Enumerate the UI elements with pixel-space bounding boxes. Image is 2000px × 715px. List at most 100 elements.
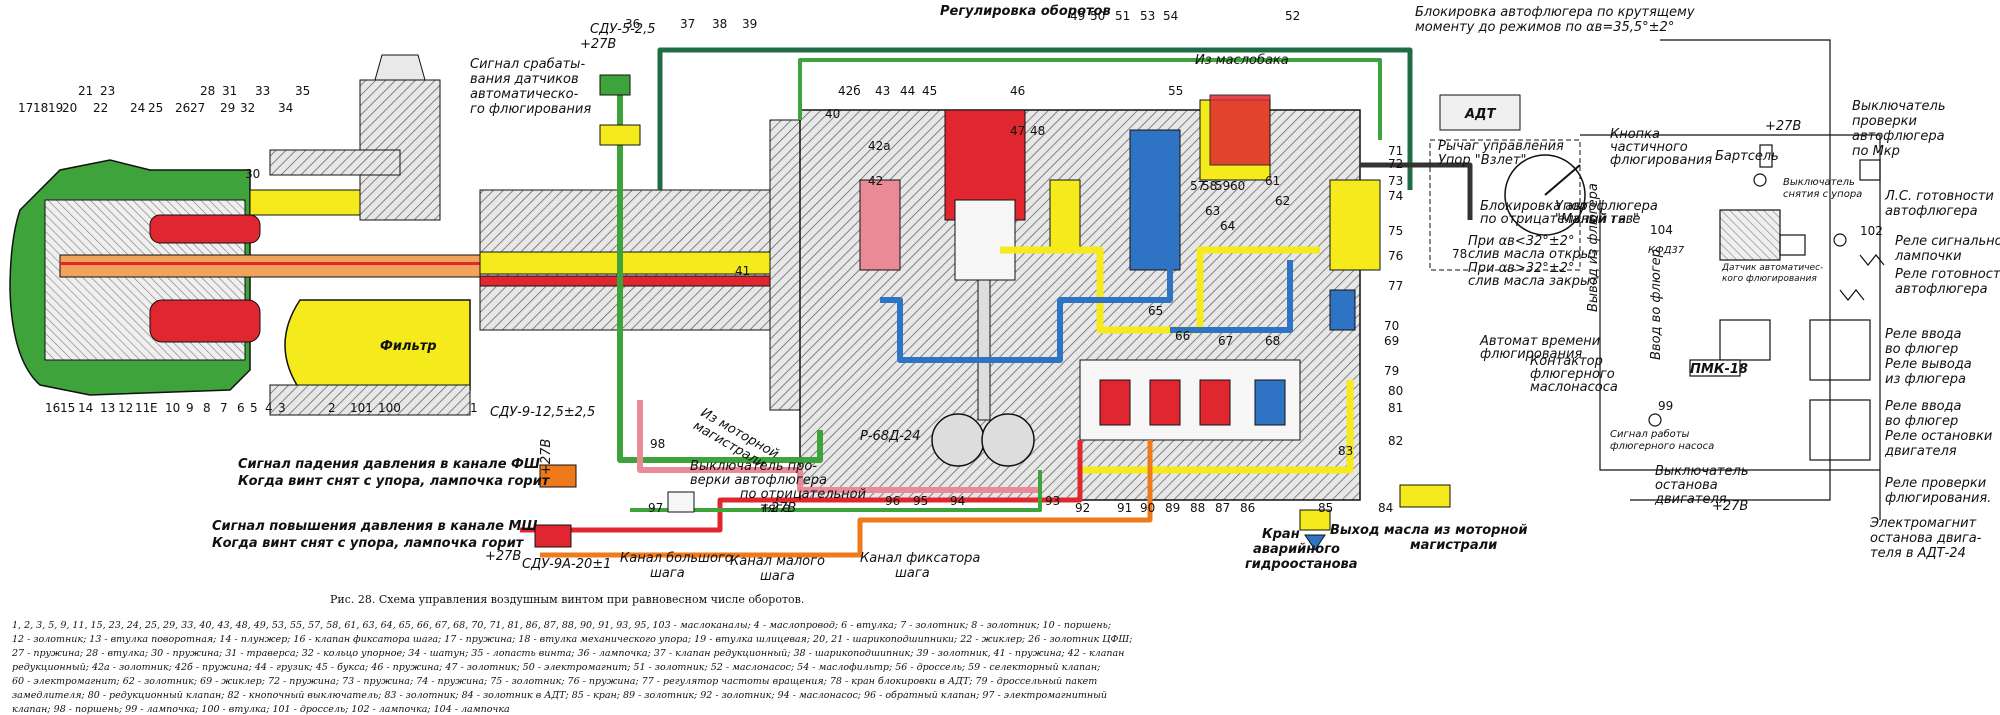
green-top-channel [798, 58, 1382, 140]
text-labels: Регулировка оборотов СДУ-5-2,5 +27В Из м… [212, 4, 2000, 584]
part-number: 70 [1384, 319, 1399, 333]
yellow-channel-a [1000, 246, 1320, 334]
plus27-mid: +27В [539, 439, 554, 475]
part-number: 42 [868, 174, 883, 188]
rpm-title: Регулировка оборотов [940, 4, 1111, 19]
part-number: 52 [1285, 9, 1300, 23]
part-number: 55 [1168, 84, 1183, 98]
red-channel [520, 440, 1083, 533]
part-number: 49 [1070, 9, 1085, 23]
part-number: 21 [78, 84, 93, 98]
part-number: 57 [1190, 179, 1205, 193]
part-number: 39 [742, 17, 757, 31]
rele-signal: Реле сигнальной лампочки [1894, 234, 2000, 264]
sdu5-label: СДУ-5-2,5 [590, 22, 655, 37]
filter-label: Фильтр [380, 339, 437, 354]
part-number: 91 [1117, 501, 1132, 515]
part-number: 62 [1275, 194, 1290, 208]
part-number: 8 [203, 401, 211, 415]
part-number: 88 [1190, 501, 1205, 515]
vykl-ostanova: Выключатель останова двигателя [1654, 464, 1753, 507]
bartsel: Бартсель [1715, 149, 1779, 164]
part-number: 10 [165, 401, 180, 415]
ls-gotov: Л.С. готовности автофлюгера [1884, 189, 1998, 219]
sdu9a-label: СДУ-9А-20±1 [522, 557, 611, 572]
part-number: 31 [222, 84, 237, 98]
avtomat-vremeni: Автомат времени флюгирования [1479, 334, 1604, 362]
iz-maslobaka: Из маслобака [1195, 53, 1289, 68]
part-number: 7 [220, 401, 228, 415]
part-number: 24 [130, 101, 145, 115]
pmk-label: ПМК-18 [1690, 362, 1748, 377]
part-number: Е [150, 401, 158, 415]
hub-shaft-red-bottom [149, 299, 261, 343]
elektromagnit: Электромагнит останова двига- теля в АДТ… [1869, 516, 1986, 561]
green-channel-b [630, 470, 1042, 512]
part-number: 85 [1318, 501, 1333, 515]
part-number: 38 [712, 17, 727, 31]
legend-line: клапан; 98 - поршень; 99 - лампочка; 100… [12, 704, 510, 715]
part-number: 63 [1205, 204, 1220, 218]
part-number: 13 [100, 401, 115, 415]
part-number: 43 [875, 84, 890, 98]
pri-closed: При αв>32°±2° слив масла закрыт [1468, 261, 1598, 289]
part-number: 102 [1860, 224, 1883, 238]
signal-raboty: Сигнал работы флюгерного насоса [1610, 428, 1714, 452]
part-number: 71 [1388, 144, 1403, 158]
part-number: 32 [240, 101, 255, 115]
part-number: 80 [1388, 384, 1403, 398]
part-number: 40 [825, 107, 840, 121]
part-number: 65 [1148, 304, 1163, 318]
vykl-proverki: Выключатель проверки автофлюгера по Мкр [1852, 99, 1950, 159]
part-number: 50 [1090, 9, 1105, 23]
kfd: КФД37 [1648, 245, 1685, 256]
blue-channel-a [880, 250, 1173, 363]
part-number: 37 [680, 17, 695, 31]
part-number: 74 [1388, 189, 1403, 203]
part-number: 68 [1265, 334, 1280, 348]
part-number: 19 [48, 101, 63, 115]
part-number: 34 [278, 101, 293, 115]
valve-51 [1049, 179, 1081, 251]
part-number: 99 [1658, 399, 1673, 413]
part-number: 41 [735, 264, 750, 278]
blokirovka-otr: Блокировка автофлюгера по отрицательной … [1480, 199, 1662, 227]
part-number: 36 [625, 17, 640, 31]
signal-padeniya: Сигнал падения давления в канале ФШ Когд… [238, 457, 551, 489]
blue-channel-b [1170, 260, 1293, 333]
part-number: 60 [1230, 179, 1245, 193]
part-number: 16 [45, 401, 60, 415]
legend-line: 12 - золотник; 13 - втулка поворотная; 1… [12, 634, 1132, 645]
part-number: 61 [1265, 174, 1280, 188]
part-number: 29 [220, 101, 235, 115]
yellow-channel-b [1080, 380, 1354, 474]
hub-core [59, 254, 481, 278]
part-number: 75 [1388, 224, 1403, 238]
caption-text: Рис. 28. Схема управления воздушным винт… [330, 593, 804, 606]
part-number: 92 [1075, 501, 1090, 515]
part-number: 66 [1175, 329, 1190, 343]
valve-42 [859, 179, 901, 271]
filter-body [284, 299, 471, 391]
part-number: 2 [328, 401, 336, 415]
rele-gotov: Реле готовности автофлюгера [1895, 267, 2000, 297]
governor-block: Р-68Д-24 [799, 94, 1381, 501]
kanal-bolshogo: Канал большого шага [620, 551, 737, 581]
part-number: 77 [1388, 279, 1403, 293]
part-number: 5 [250, 401, 258, 415]
vykl-snyatiya: Выключатель снятия с упора [1783, 177, 1862, 200]
figure-caption: Рис. 28. Схема управления воздушным винт… [330, 593, 804, 606]
rele-vvoda2: Реле ввода во флюгер [1885, 399, 1966, 429]
sensor-symbols [534, 74, 1451, 551]
plus27-b: +27В [485, 549, 521, 564]
part-number: 76 [1388, 249, 1403, 263]
vykl-otr: Выключатель про- верки автофлюгера по от… [690, 459, 870, 516]
plus27-br: +27В [1712, 499, 1748, 514]
part-number: 97 [648, 501, 663, 515]
part-number: 46 [1010, 84, 1025, 98]
part-number: 48 [1030, 124, 1045, 138]
plus27-r: +27В [1765, 119, 1801, 134]
knopka-label: Кнопка частичного флюгирования [1610, 127, 1712, 168]
